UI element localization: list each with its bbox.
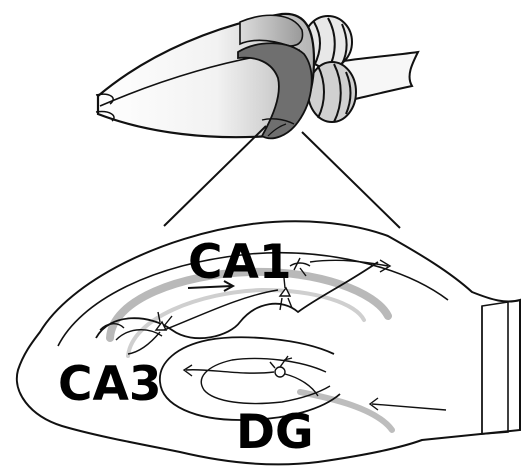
ca3-label: CA3 bbox=[58, 357, 162, 412]
dg-label: DG bbox=[236, 405, 314, 460]
ca1-label: CA1 bbox=[188, 235, 292, 290]
brain-illustration bbox=[96, 14, 418, 138]
zoom-lines bbox=[164, 126, 400, 228]
